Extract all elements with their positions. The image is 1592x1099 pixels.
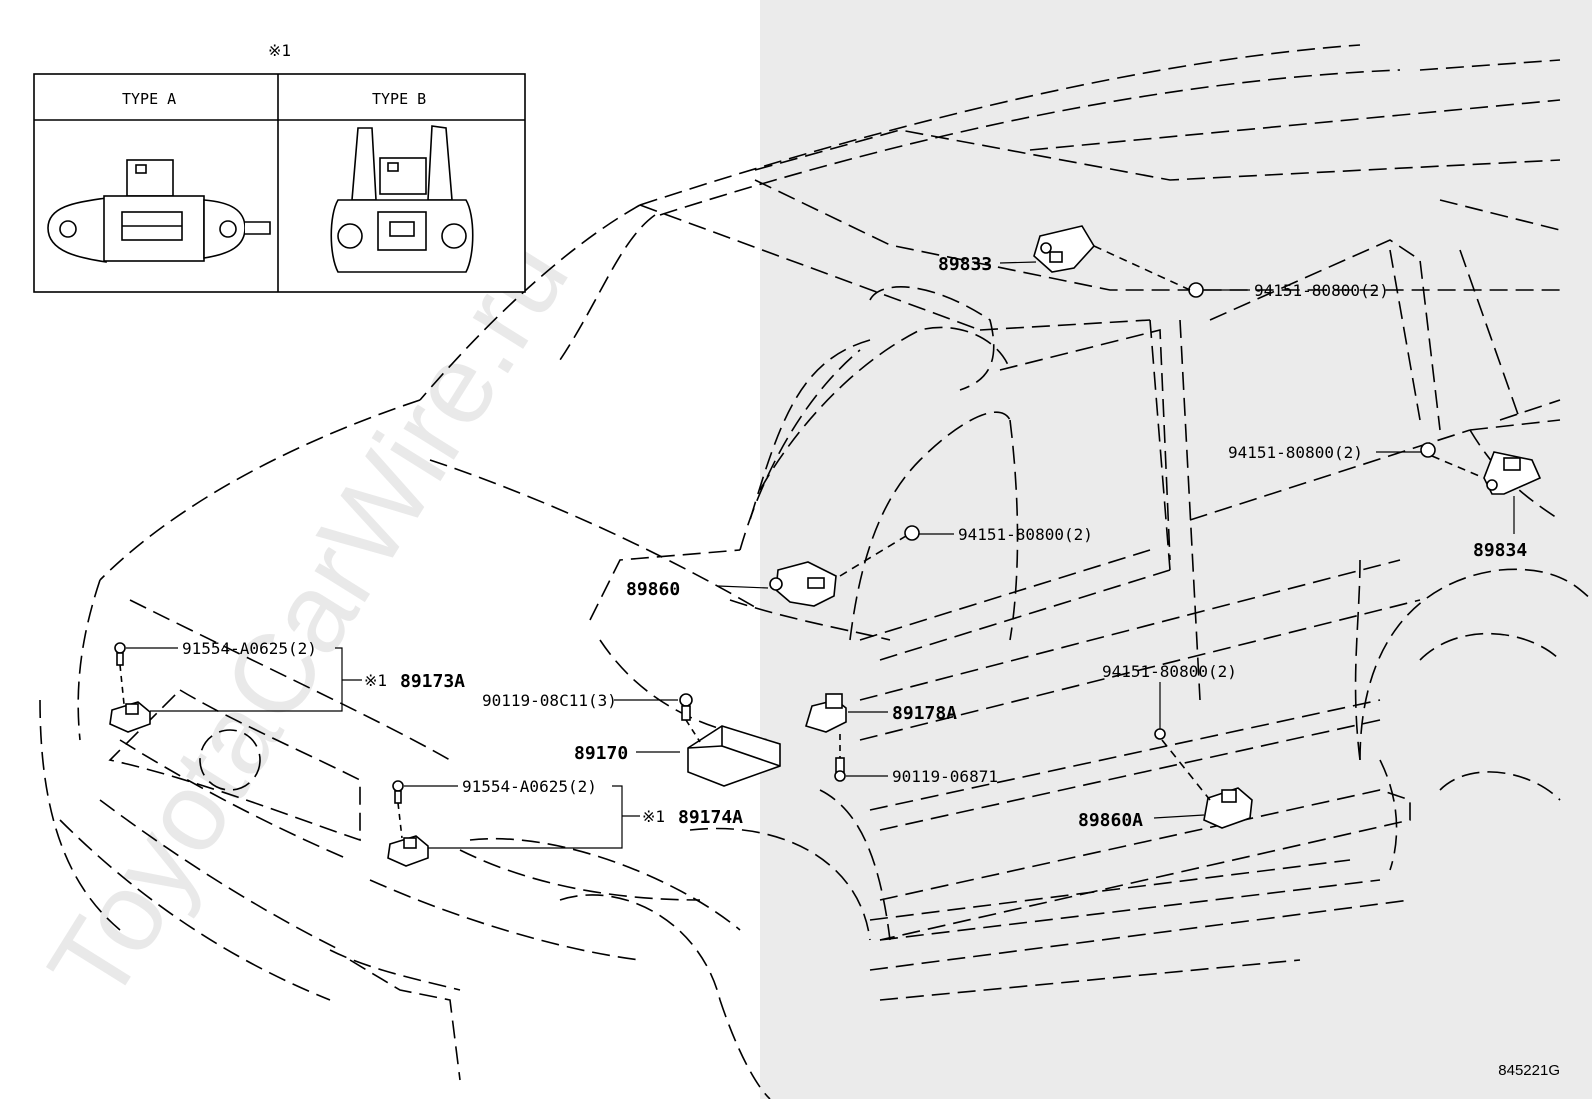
- sensor-type-a-icon: [47, 159, 271, 263]
- label-90119-06871: 90119-06871: [892, 767, 998, 786]
- sensor-89833-icon: [1033, 225, 1095, 273]
- label-89178A: 89178A: [892, 703, 957, 724]
- sensor-89860-icon: [769, 561, 837, 607]
- label-89833: 89833: [938, 254, 992, 275]
- label-89860: 89860: [626, 579, 680, 600]
- label-89860A: 89860A: [1078, 810, 1143, 831]
- legend-type-b-label: TYPE B: [372, 90, 426, 108]
- label-91554-lower: 91554-A0625(2): [462, 777, 597, 796]
- label-94151-low: 94151-80800(2): [1102, 662, 1237, 681]
- label-89834: 89834: [1473, 540, 1527, 561]
- drawing-code: 845221G: [1498, 1062, 1560, 1079]
- label-89174A: 89174A: [678, 807, 743, 828]
- sensor-type-b-icon: [330, 125, 474, 273]
- nut-94151-low-icon: [1154, 728, 1166, 740]
- bolt-90119-08C11-icon: [679, 693, 693, 721]
- sensor-89173A-icon: [109, 701, 151, 733]
- airbag-ecu-89170-icon: [687, 725, 781, 787]
- bolt-90119-06871-icon: [834, 757, 846, 782]
- nut-94151-mid-icon: [904, 525, 920, 541]
- vehicle-outline: [39, 44, 1592, 1099]
- type-legend: ※1 TYPE A TYPE B: [33, 41, 526, 293]
- sensor-89860A-icon: [1203, 787, 1253, 829]
- sensor-89834-icon: [1483, 451, 1542, 495]
- watermark: ToyotaCarWire.ru: [24, 218, 592, 1023]
- bolt-91554-lower-icon: [392, 780, 404, 804]
- label-91554-upper: 91554-A0625(2): [182, 639, 317, 658]
- nut-94151-rear-icon: [1420, 442, 1436, 458]
- label-marker-a: ※1: [364, 671, 387, 690]
- label-94151-top: 94151-80800(2): [1254, 281, 1389, 300]
- label-89170: 89170: [574, 743, 628, 764]
- label-94151-mid: 94151-80800(2): [958, 525, 1093, 544]
- legend-marker: ※1: [268, 41, 291, 60]
- legend-type-a-label: TYPE A: [122, 90, 176, 108]
- nut-94151-top-icon: [1188, 282, 1204, 298]
- label-89173A: 89173A: [400, 671, 465, 692]
- leader-lines: [119, 245, 1515, 849]
- label-marker-b: ※1: [642, 807, 665, 826]
- bolt-91554-upper-icon: [114, 642, 126, 666]
- label-90119-08C11: 90119-08C11(3): [482, 691, 617, 710]
- label-94151-rear: 94151-80800(2): [1228, 443, 1363, 462]
- sensor-89174A-icon: [387, 835, 429, 867]
- bracket-89178A-icon: [805, 693, 847, 733]
